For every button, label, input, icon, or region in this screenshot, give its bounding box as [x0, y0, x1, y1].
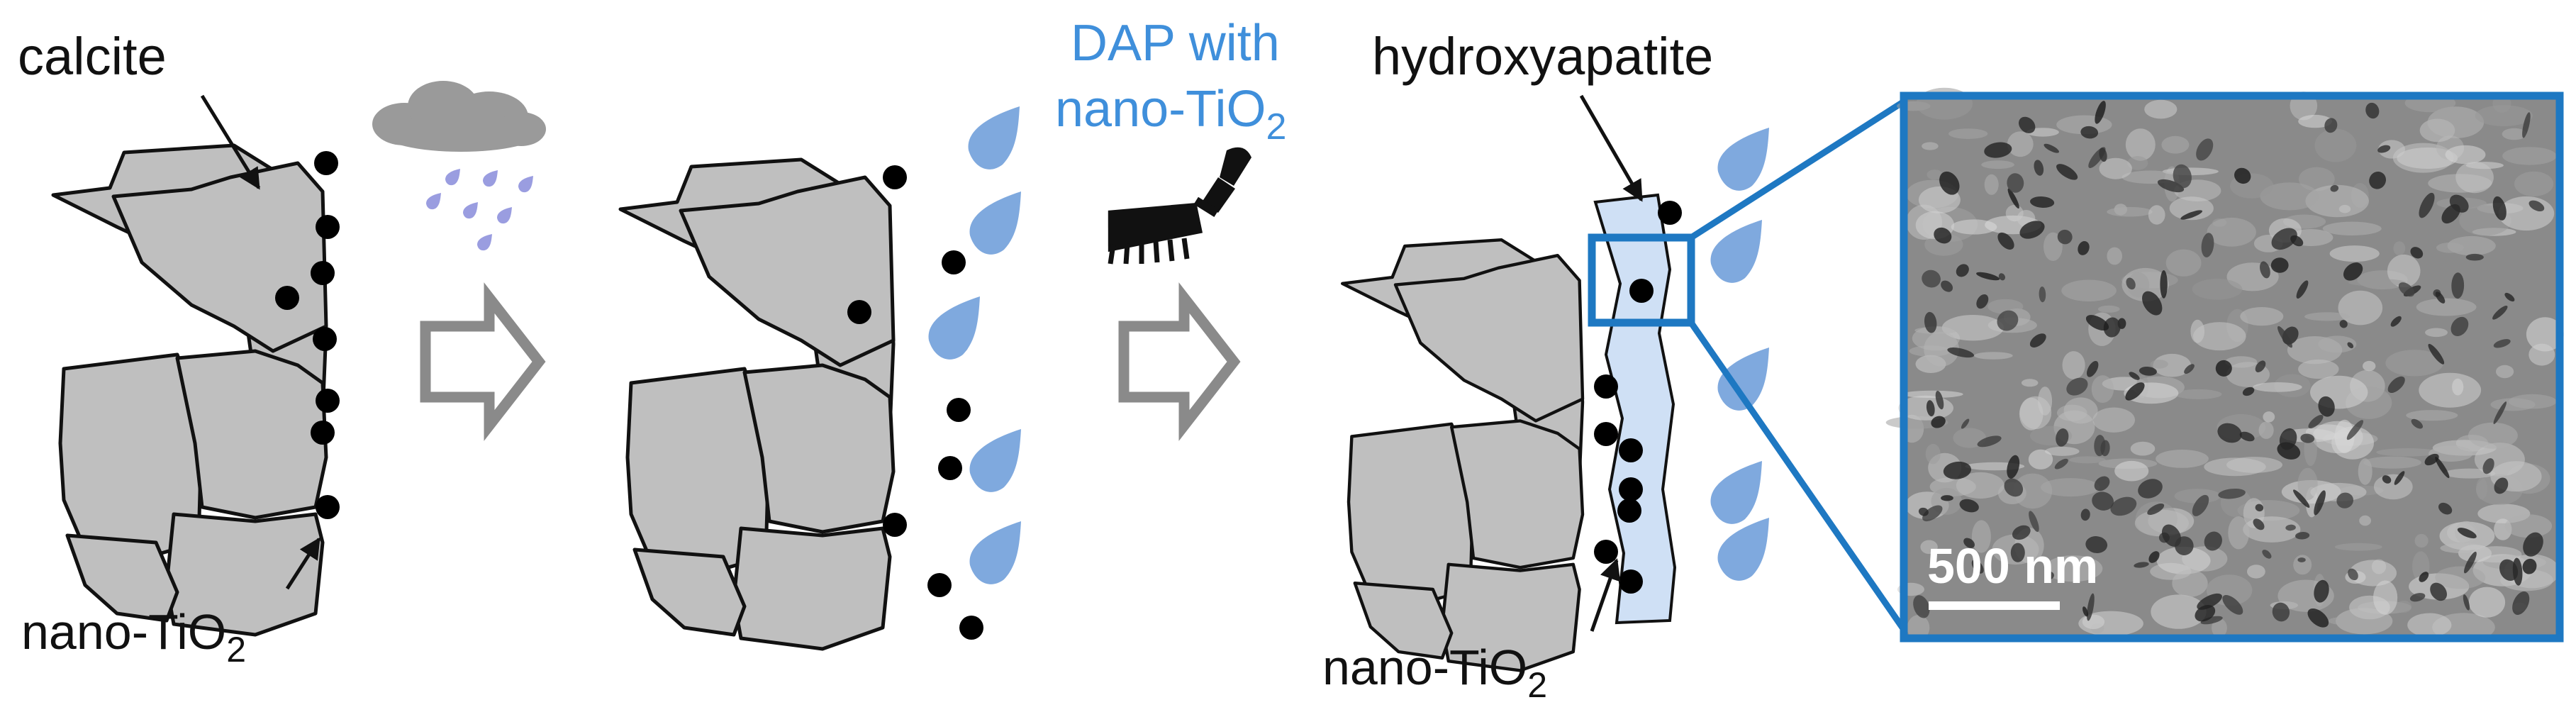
nano-tio2-label-right: nano-TiO2	[1322, 640, 1547, 705]
nano-tio2-pointer-arrow-left	[285, 537, 321, 590]
panel-1-calcite-stone: calcite nano-TiO2	[18, 27, 340, 669]
panel-3-treated-stone: hydroxyapatite nano-TiO2	[1322, 27, 1769, 705]
embedded-nano-tio2-particles	[1594, 201, 1682, 594]
hollow-right-arrow-icon-1	[420, 282, 546, 441]
calcite-grains	[53, 145, 326, 635]
panel-2-weathered-stone	[620, 106, 1021, 649]
calcite-grains-3	[1342, 240, 1583, 670]
zoom-connector-bottom	[1688, 321, 1910, 637]
detached-nano-tio2-particles	[847, 165, 983, 640]
rain-cloud-icon	[372, 81, 546, 251]
sem-frame	[1900, 91, 2564, 643]
sem-micrograph: 500 nm	[1885, 87, 2564, 643]
scale-bar-label: 500 nm	[1927, 538, 2098, 594]
dap-label-line1: DAP with	[1071, 15, 1280, 72]
nano-tio2-particles	[275, 151, 340, 519]
calcite-pointer-arrow	[200, 94, 261, 190]
calcite-label: calcite	[18, 27, 167, 86]
nano-tio2-pointer-arrow-right	[1590, 558, 1621, 632]
hydroxyapatite-pointer-arrow	[1579, 94, 1644, 202]
water-droplets-2	[928, 106, 1021, 584]
zoom-region-box	[1588, 233, 1695, 327]
hydroxyapatite-label: hydroxyapatite	[1372, 27, 1713, 86]
scale-bar	[1929, 601, 2060, 610]
hollow-right-arrow-icon-2	[1118, 282, 1241, 441]
nano-tio2-label-left: nano-TiO2	[21, 604, 246, 669]
sem-surface-texture	[1885, 87, 2564, 642]
paintbrush-icon	[1108, 147, 1251, 265]
dap-label-line2: nano-TiO2	[1055, 81, 1286, 148]
calcite-grains-2	[620, 160, 893, 649]
zoom-connector-top	[1689, 96, 1909, 240]
